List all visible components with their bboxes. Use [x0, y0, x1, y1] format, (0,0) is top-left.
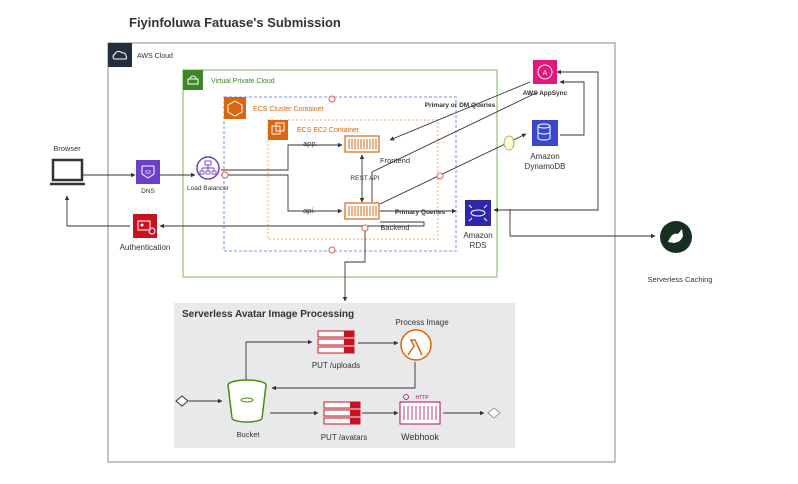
load-balancer-node[interactable]: Load Balancer — [187, 156, 230, 192]
aws-cloud-label: AWS Cloud — [137, 53, 173, 60]
svg-text:A: A — [543, 70, 548, 77]
monitor-icon — [51, 158, 84, 182]
serverless-processing-label: Serverless Avatar Image Processing — [182, 309, 354, 320]
put-avatars-label: PUT /avatars — [321, 433, 368, 442]
rds-label-line2: RDS — [470, 241, 487, 250]
serverless-caching-node[interactable]: Serverless Caching — [647, 221, 713, 284]
junction-node — [503, 135, 515, 151]
ecs-ec2-container: ECS EC2 Container — [267, 119, 439, 240]
app-port-label: app. — [303, 139, 318, 148]
authentication-node[interactable]: Authentication — [120, 214, 171, 252]
diagram-title: Fiyinfoluwa Fatuase's Submission — [129, 15, 341, 30]
dynamodb-label-line1: Amazon — [530, 152, 559, 161]
browser-node[interactable]: Browser — [50, 144, 85, 186]
bucket-node[interactable]: Bucket — [227, 379, 267, 439]
rds-label-line1: Amazon — [463, 231, 492, 240]
flow-end-diamond — [487, 407, 501, 419]
queue-icon — [317, 330, 355, 354]
connectors — [64, 69, 656, 416]
dns-node[interactable]: 53 DNS — [136, 160, 160, 195]
appsync-label: AWS AppSync — [523, 90, 568, 97]
api-port-label: api. — [303, 206, 315, 215]
ecs-cluster-label: ECS Cluster Container — [253, 106, 324, 113]
authentication-label: Authentication — [120, 243, 171, 252]
frontend-task-icon — [344, 135, 380, 153]
process-image-label: Process Image — [395, 318, 449, 327]
put-uploads-node[interactable]: PUT /uploads — [312, 330, 360, 370]
browser-label: Browser — [53, 144, 81, 153]
webhook-label: Webhook — [401, 432, 439, 442]
backend-node[interactable]: api. Backend — [303, 202, 410, 232]
backend-task-icon — [344, 202, 380, 220]
primary-queries-label: Primary Queries — [395, 209, 446, 216]
vpc-lock-icon — [183, 70, 203, 90]
connection-points — [221, 95, 444, 254]
frontend-label: Frontend — [380, 156, 410, 165]
dynamodb-node[interactable]: Amazon DynamoDB — [525, 120, 566, 171]
backend-label: Backend — [380, 223, 409, 232]
svg-text:53: 53 — [145, 170, 151, 176]
appsync-icon — [533, 60, 557, 84]
frontend-node[interactable]: app. Frontend — [303, 135, 410, 165]
primary-or-dm-label: Primary or DM Queries — [425, 102, 496, 109]
s3-bucket-icon — [227, 379, 267, 423]
rds-node[interactable]: Amazon RDS — [463, 200, 493, 250]
dns-label: DNS — [141, 188, 155, 195]
bucket-label: Bucket — [237, 430, 261, 439]
dynamodb-label-line2: DynamoDB — [525, 162, 566, 171]
serverless-caching-label: Serverless Caching — [647, 275, 712, 284]
flow-start-diamond — [175, 395, 189, 407]
process-image-node[interactable]: Process Image — [395, 318, 449, 361]
rds-icon — [465, 200, 491, 226]
cloud-icon — [108, 43, 132, 67]
cognito-icon — [133, 214, 157, 238]
load-balancer-label: Load Balancer — [187, 185, 230, 192]
serverless-processing-panel: Serverless Avatar Image Processing — [174, 303, 515, 448]
put-avatars-node[interactable]: PUT /avatars — [321, 401, 368, 442]
vpc-label: Virtual Private Cloud — [211, 78, 275, 85]
route53-icon — [136, 160, 160, 184]
queue-icon — [323, 401, 361, 425]
webhook-node[interactable]: HTTP Webhook — [399, 394, 441, 443]
appsync-node[interactable]: A AWS AppSync — [523, 60, 568, 97]
aws-cloud-container: AWS Cloud — [107, 42, 616, 463]
ecs-ec2-label: ECS EC2 Container — [297, 127, 360, 134]
put-uploads-label: PUT /uploads — [312, 361, 360, 370]
lambda-icon — [400, 329, 432, 361]
http-badge: HTTP — [415, 395, 429, 401]
rest-api-label: REST API — [350, 175, 379, 182]
ecs-ec2-icon — [268, 120, 288, 140]
ecs-cluster-icon — [224, 97, 246, 119]
